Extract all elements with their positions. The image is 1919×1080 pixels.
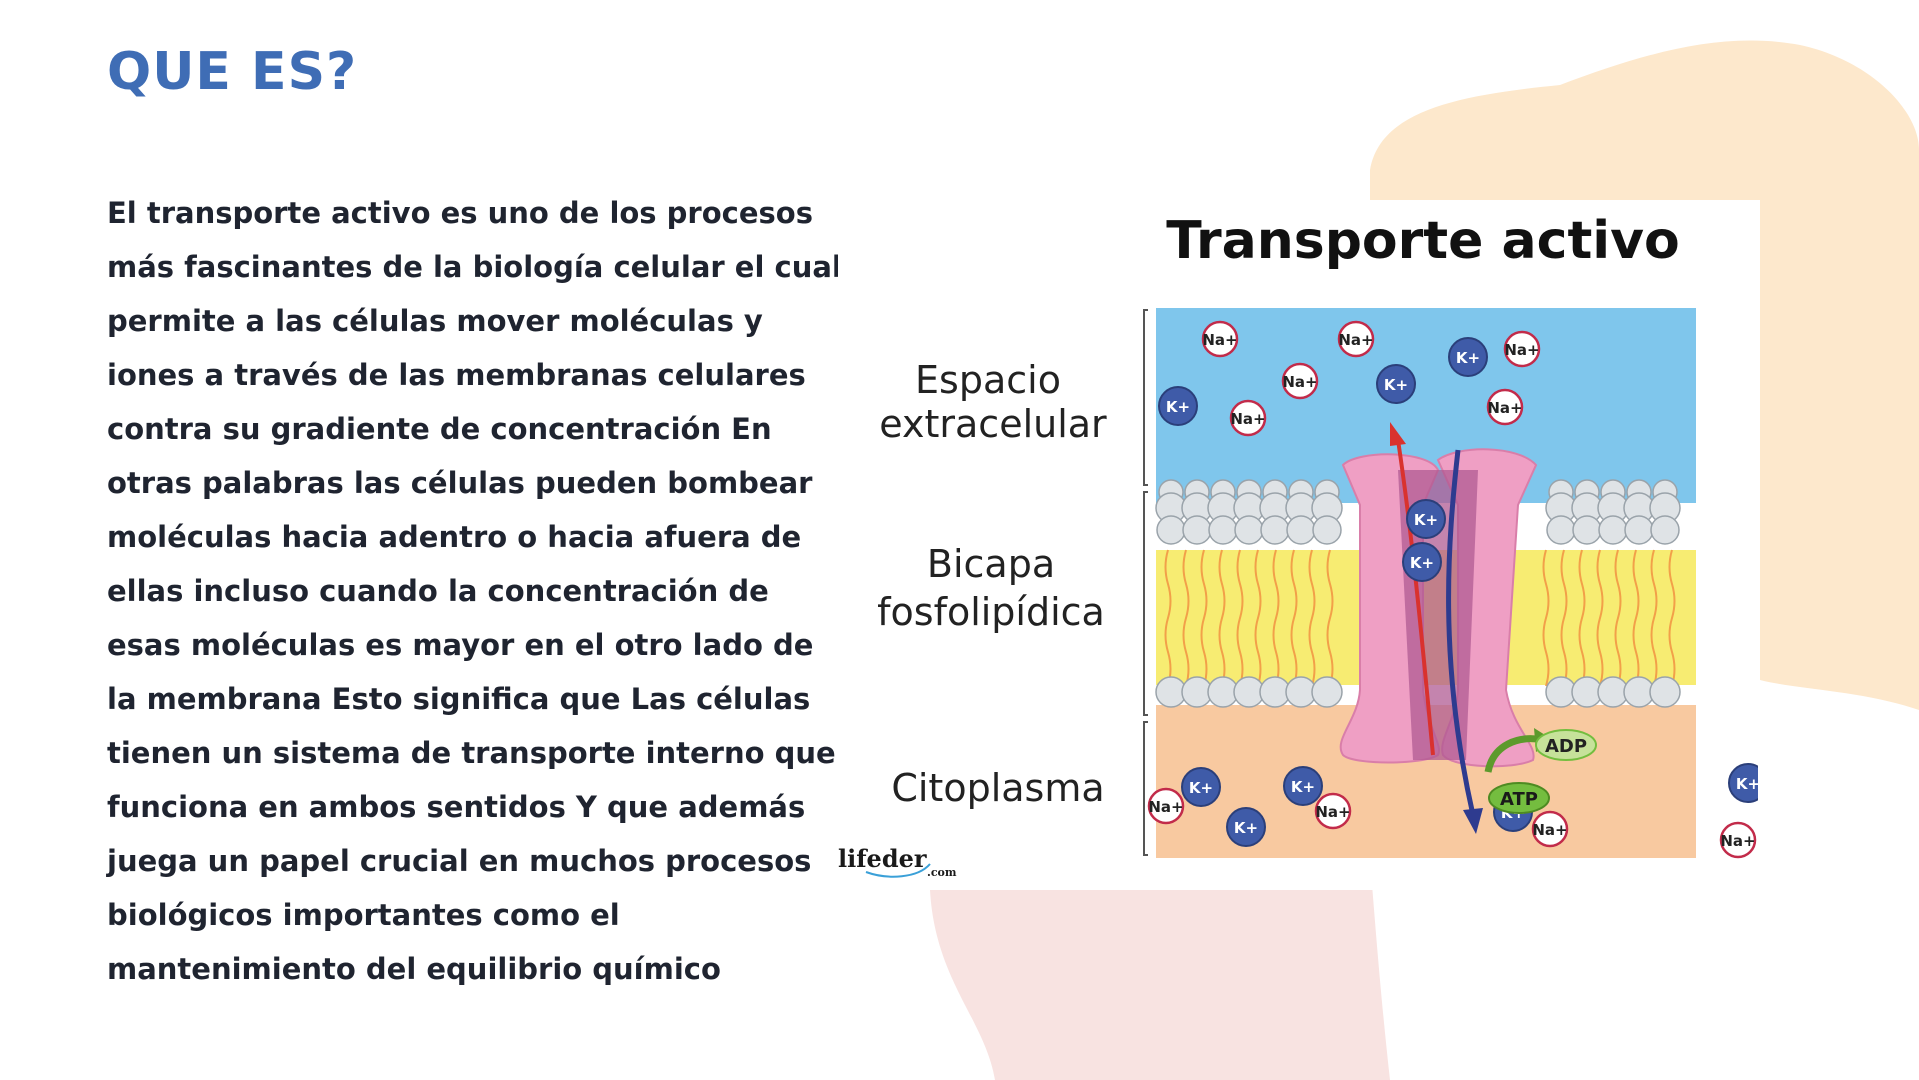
lipid-tail — [1326, 549, 1334, 687]
label-bilayer-line2: fosfolipídica — [877, 590, 1105, 634]
sodium-ion: Na+ — [1531, 810, 1569, 848]
sodium-ion: Na+ — [1201, 320, 1239, 358]
potassium-ion-label: K+ — [1234, 819, 1258, 837]
potassium-ion-label: K+ — [1291, 778, 1315, 796]
sodium-ion: Na+ — [1337, 320, 1375, 358]
sodium-ion: Na+ — [1229, 399, 1267, 437]
sodium-ion-label: Na+ — [1532, 821, 1567, 839]
watermark-swoosh-icon — [865, 863, 931, 878]
potassium-ion: K+ — [1181, 767, 1221, 807]
phospholipid-head — [1286, 515, 1316, 545]
lipid-tail — [1236, 549, 1244, 687]
sodium-ion-label: Na+ — [1148, 798, 1183, 816]
region-brackets — [1143, 309, 1148, 856]
lipid-tail — [1272, 549, 1280, 687]
phospholipid-head — [1234, 515, 1264, 545]
potassium-ion-label: K+ — [1456, 349, 1480, 367]
phospholipid-head — [1572, 515, 1602, 545]
lipid-tail — [1164, 549, 1172, 687]
body-paragraph: El transporte activo es uno de los proce… — [107, 196, 842, 986]
lipid-tail — [1668, 549, 1676, 687]
adp-label: ADP — [1545, 736, 1587, 757]
phospholipid-head — [1182, 515, 1212, 545]
pink-background-blob — [930, 860, 1390, 1080]
sodium-ion-label: Na+ — [1720, 832, 1755, 850]
potassium-ion-label: K+ — [1384, 376, 1408, 394]
potassium-ion-label: K+ — [1736, 775, 1758, 793]
potassium-ion: K+ — [1376, 364, 1416, 404]
slide-title: QUE ES? — [107, 42, 358, 102]
label-extracellular-line2: extracelular — [879, 402, 1107, 446]
atp-label: ATP — [1500, 789, 1538, 810]
label-bilayer-line1: Bicapa — [927, 542, 1055, 586]
lipid-tail — [1254, 549, 1262, 687]
sodium-ion-label: Na+ — [1315, 803, 1350, 821]
sodium-ion-label: Na+ — [1504, 341, 1539, 359]
lipid-tail — [1596, 549, 1604, 687]
phospholipid-head — [1311, 676, 1343, 708]
phospholipid-head — [1208, 515, 1238, 545]
lipid-tail — [1560, 549, 1568, 687]
sodium-ion: Na+ — [1314, 792, 1352, 830]
sodium-ion-label: Na+ — [1202, 331, 1237, 349]
lipid-tails — [1164, 549, 1676, 687]
lifeder-watermark-suffix: .com — [927, 866, 957, 879]
lipid-tail — [1614, 549, 1622, 687]
lipid-tail — [1200, 549, 1208, 687]
potassium-ion: K+ — [1402, 542, 1442, 582]
sodium-ion: Na+ — [1719, 821, 1757, 859]
lipid-tail — [1650, 549, 1658, 687]
atp-molecule — [1488, 782, 1550, 814]
sodium-ion: Na+ — [1503, 330, 1541, 368]
transport-protein — [1339, 448, 1538, 768]
lipid-tail — [1308, 549, 1316, 687]
sodium-ion-label: Na+ — [1230, 410, 1265, 428]
lipid-tail — [1578, 549, 1586, 687]
figure-title: Transporte activo — [1166, 211, 1680, 271]
phospholipid-heads — [1155, 479, 1681, 708]
potassium-ion-label: K+ — [1414, 511, 1438, 529]
phospholipid-head — [1546, 515, 1576, 545]
lipid-tail — [1182, 549, 1190, 687]
phospholipid-head — [1650, 515, 1680, 545]
adp-molecule — [1535, 729, 1597, 761]
sodium-ion: Na+ — [1486, 388, 1524, 426]
potassium-ion: K+ — [1728, 763, 1758, 803]
lipid-tail — [1632, 549, 1640, 687]
lipid-tail — [1290, 549, 1298, 687]
potassium-ion-label: K+ — [1189, 779, 1213, 797]
phospholipid-head — [1156, 515, 1186, 545]
phospholipid-head — [1260, 515, 1290, 545]
lipid-tail — [1218, 549, 1226, 687]
sodium-ion-label: Na+ — [1282, 373, 1317, 391]
potassium-ion: K+ — [1283, 766, 1323, 806]
active-transport-diagram: Transporte activo Espacio extracelular B… — [838, 211, 1758, 879]
label-extracellular-line1: Espacio — [915, 358, 1061, 402]
phospholipid-head — [1598, 515, 1628, 545]
ion-layer: Na+Na+Na+Na+Na+Na+Na+Na+Na+Na+K+K+K+K+K+… — [1147, 320, 1758, 859]
potassium-ion-label: K+ — [1410, 554, 1434, 572]
lifeder-watermark: lifeder — [838, 844, 927, 873]
sodium-ion: Na+ — [1281, 362, 1319, 400]
sodium-export-arrow — [1390, 422, 1435, 756]
potassium-ion-label: K+ — [1166, 398, 1190, 416]
potassium-ion: K+ — [1406, 499, 1446, 539]
potassium-ion: K+ — [1158, 386, 1198, 426]
phospholipid-head — [1649, 676, 1681, 708]
lipid-tail — [1542, 549, 1550, 687]
potassium-import-arrow — [1446, 449, 1483, 834]
phospholipid-head — [1312, 515, 1342, 545]
sodium-ion-label: Na+ — [1338, 331, 1373, 349]
sodium-ion-label: Na+ — [1487, 399, 1522, 417]
sodium-ion: Na+ — [1147, 787, 1185, 825]
active-transport-figure: Transporte activo Espacio extracelular B… — [838, 200, 1758, 890]
potassium-ion: K+ — [1226, 807, 1266, 847]
label-cytoplasm: Citoplasma — [891, 766, 1104, 810]
potassium-ion: K+ — [1448, 337, 1488, 377]
phospholipid-head — [1624, 515, 1654, 545]
